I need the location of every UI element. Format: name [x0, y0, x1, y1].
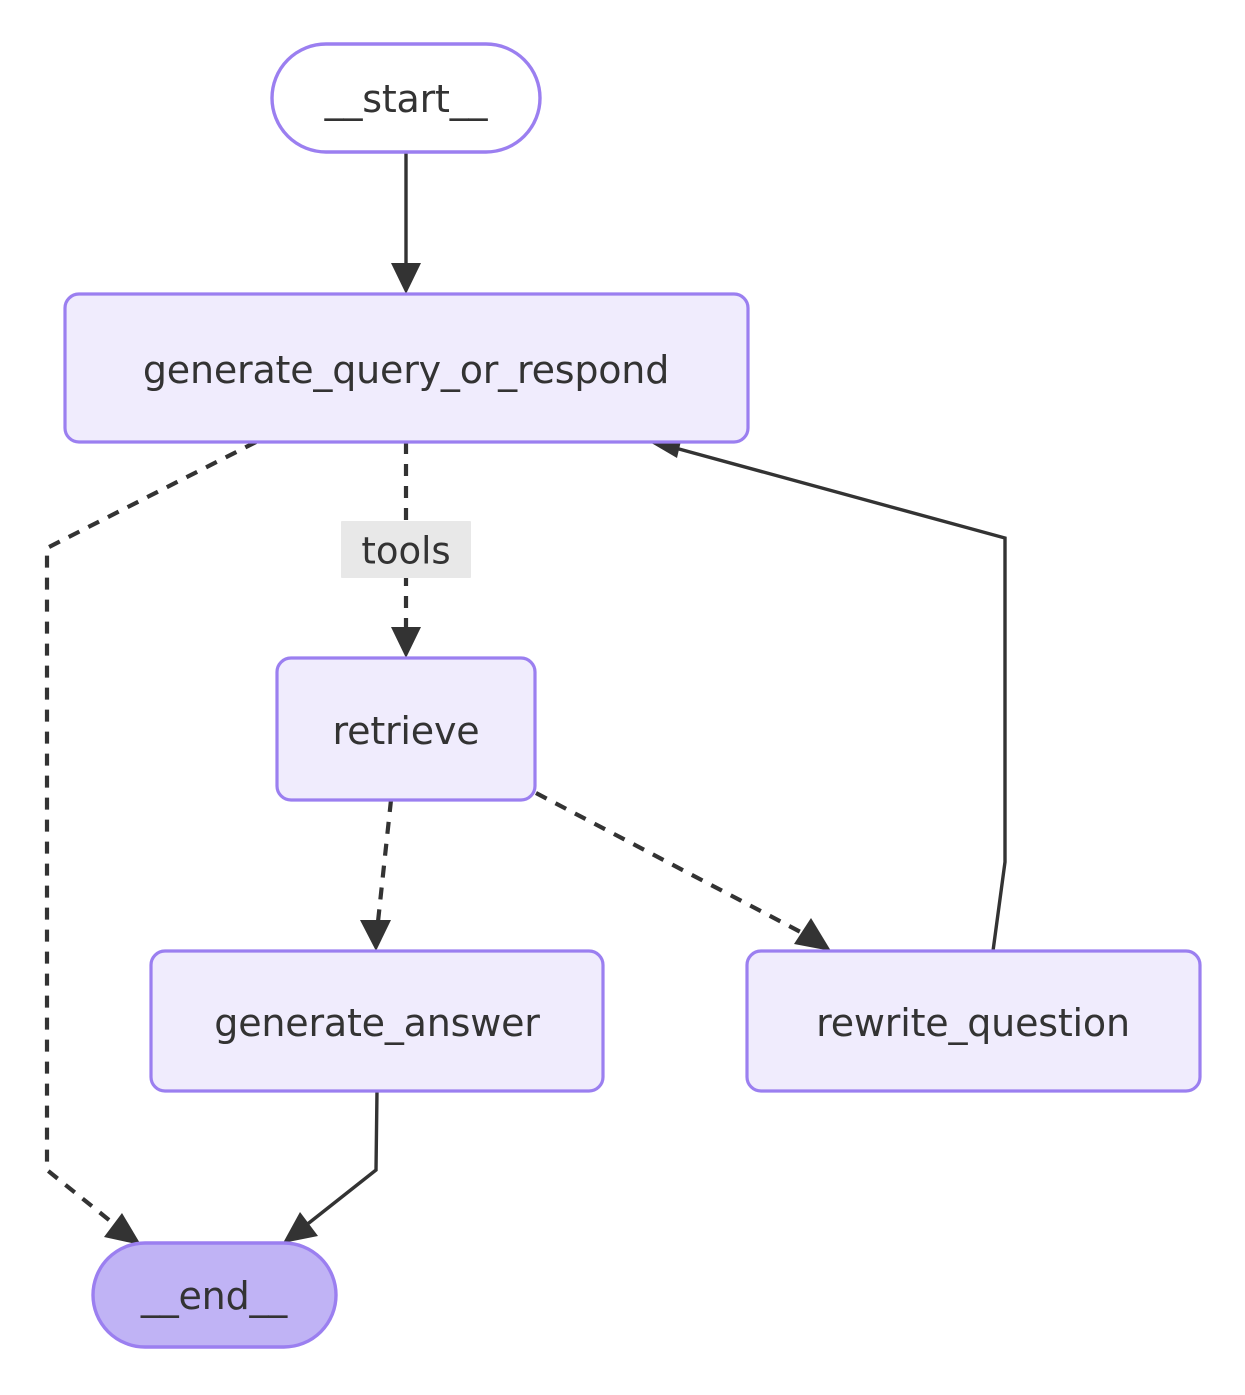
node-generate-answer-shape[interactable] [149, 949, 605, 1093]
edge-retrieve-to-generate-answer [360, 799, 394, 951]
node-start[interactable]: __start__ [270, 42, 542, 154]
edge-label-background [341, 521, 471, 578]
node-generate-answer-label: generate_answer [214, 1001, 540, 1045]
node-rewrite-question[interactable]: rewrite_question [745, 949, 1202, 1093]
arrow-head-icon [283, 1212, 318, 1243]
edge-label-tools: tools [341, 521, 471, 578]
node-generate-query-or-respond-shape[interactable] [63, 292, 750, 444]
edges-layer [44, 152, 1007, 1245]
edge-start-to-generate-query [391, 152, 421, 294]
edge-line [667, 444, 1007, 952]
edge-line [44, 440, 257, 1234]
edge-labels-layer: tools [341, 521, 471, 578]
edge-line [298, 1090, 379, 1232]
edge-retrieve-to-rewrite-question [535, 791, 831, 951]
edge-generate-query-to-end [44, 440, 257, 1245]
arrow-head-icon [391, 263, 421, 294]
node-retrieve-shape[interactable] [275, 656, 537, 802]
edge-generate-answer-to-end [283, 1090, 379, 1243]
edge-label-text: tools [361, 530, 450, 573]
node-end[interactable]: __end__ [91, 1241, 338, 1349]
node-end-shape[interactable] [91, 1241, 338, 1349]
node-generate-answer[interactable]: generate_answer [149, 949, 605, 1093]
node-rewrite-question-shape[interactable] [745, 949, 1202, 1093]
edge-line [374, 799, 394, 932]
node-generate-query-or-respond-label: generate_query_or_respond [143, 348, 669, 392]
node-rewrite-question-label: rewrite_question [816, 1001, 1130, 1045]
arrow-head-icon [391, 627, 421, 658]
edge-rewrite-question-to-generate-query [648, 428, 1007, 952]
arrow-head-icon [794, 918, 831, 951]
nodes-layer: __start__ generate_query_or_respond retr… [63, 42, 1202, 1349]
arrow-head-icon [104, 1213, 141, 1245]
node-start-label: __start__ [324, 77, 489, 121]
node-start-shape[interactable] [270, 42, 542, 154]
node-retrieve[interactable]: retrieve [275, 656, 537, 802]
node-retrieve-label: retrieve [333, 709, 480, 753]
node-generate-query-or-respond[interactable]: generate_query_or_respond [63, 292, 750, 444]
edge-line [535, 791, 813, 940]
node-end-label: __end__ [140, 1274, 288, 1318]
arrow-head-icon [360, 920, 391, 951]
